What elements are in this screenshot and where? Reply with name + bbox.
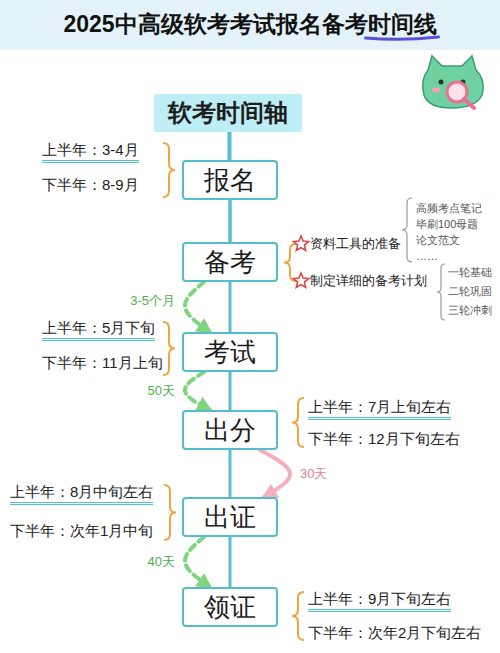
stage-box: 出证 (182, 497, 278, 537)
axis-heading-box: 软考时间轴 (154, 94, 302, 132)
stage-name: 备考 (204, 247, 256, 277)
timeline-note: 上半年：3-4月 (42, 141, 139, 163)
sub-item: 毕刷100母题 (416, 218, 478, 231)
mascot-icon (423, 56, 483, 108)
sub-item: 论文范文 (416, 234, 460, 247)
timeline-note: 下半年：12月下旬左右 (308, 430, 460, 448)
star-mark (293, 273, 308, 288)
bracket (292, 592, 304, 640)
bracket (437, 264, 445, 320)
timeline-note: 上半年：9月下旬左右 (308, 590, 451, 612)
stage-name: 出证 (204, 502, 256, 532)
timeline-note: 下半年：次年1月中旬 (10, 522, 153, 540)
stage-box: 考试 (182, 332, 278, 372)
sub-item: 二轮巩固 (448, 285, 492, 298)
bracket (163, 143, 175, 197)
stage-box: 领证 (182, 587, 278, 627)
timeline-note: 下半年：8-9月 (42, 176, 139, 194)
duration-label: 40天 (146, 554, 177, 570)
duration-arrow (185, 537, 210, 587)
duration-arrow (185, 372, 210, 410)
timeline-note: 资料工具的准备 (310, 236, 401, 252)
bracket (163, 322, 175, 375)
timeline-note: 下半年：11月上旬 (42, 354, 163, 372)
timeline-note: 上半年：5月下旬 (42, 319, 155, 341)
bracket (284, 244, 296, 281)
duration-arrow (185, 282, 210, 332)
stage-box: 出分 (182, 410, 278, 450)
timeline-note: 上半年：8月中旬左右 (10, 483, 153, 505)
stage-box: 备考 (182, 242, 278, 282)
timeline-spine (229, 130, 232, 627)
stage-box: 报名 (182, 160, 278, 200)
timeline-note: 制定详细的备考计划 (310, 273, 427, 289)
duration-label: 3-5个月 (128, 293, 177, 309)
stage-name: 软考时间轴 (168, 98, 288, 128)
duration-label: 50天 (146, 383, 177, 399)
duration-label: 30天 (298, 466, 329, 482)
timeline-segment (229, 200, 232, 242)
bracket (402, 198, 412, 262)
stage-name: 考试 (204, 337, 256, 367)
sub-item: …… (416, 250, 438, 263)
bracket (164, 485, 176, 540)
star-mark (293, 236, 308, 251)
duration-arrow (260, 450, 290, 497)
stage-name: 领证 (204, 592, 256, 622)
timeline-note: 上半年：7月上旬左右 (308, 398, 451, 420)
title-underline (366, 37, 439, 39)
stage-name: 出分 (204, 415, 256, 445)
bracket (292, 398, 304, 447)
sub-item: 一轮基础 (448, 266, 492, 279)
stage-name: 报名 (204, 165, 256, 195)
page-title: 2025中高级软考考试报名备考时间线 (0, 9, 500, 39)
sub-item: 三轮冲刺 (448, 304, 492, 317)
sub-item: 高频考点笔记 (416, 202, 482, 215)
timeline-note: 下半年：次年2月下旬左右 (308, 624, 481, 642)
timeline-segment (228, 132, 231, 160)
